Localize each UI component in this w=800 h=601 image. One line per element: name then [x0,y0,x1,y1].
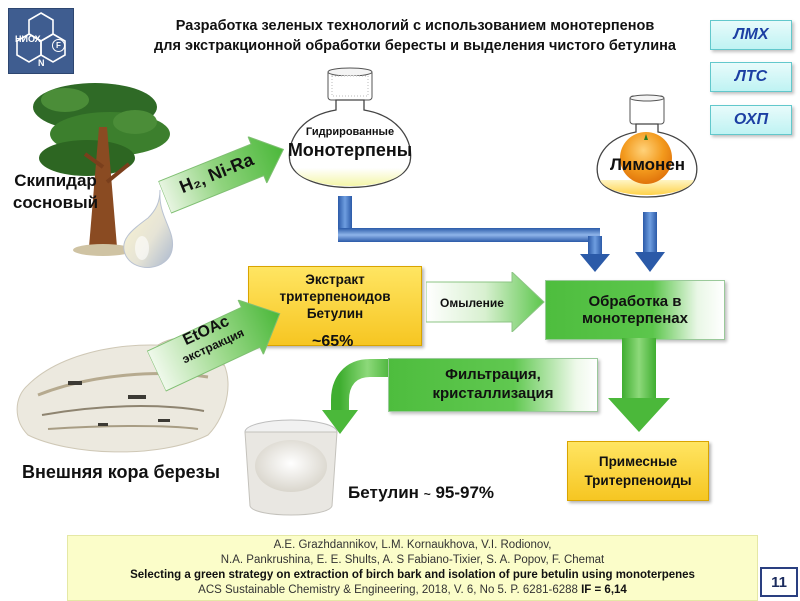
betulin-value: 95-97% [435,483,494,502]
reference-citation: ACS Sustainable Chemistry & Engineering,… [198,584,578,596]
impurity-line-2: Тритерпеноиды [568,471,708,490]
filtration-line-2: кристаллизация [389,384,597,403]
green-arrowhead-down [608,398,670,432]
reference-line-4: ACS Sustainable Chemistry & Engineering,… [68,583,757,598]
reference-line-1: A.E. Grazhdannikov, L.M. Kornaukhova, V.… [68,536,757,553]
betulin-label: Бетулин ~ 95-97% [348,483,494,503]
filtration-line-1: Фильтрация, [389,359,597,384]
betulin-prefix: Бетулин [348,483,419,502]
impurity-line-1: Примесные [568,442,708,471]
page-number: 11 [760,567,798,597]
filtration-box: Фильтрация, кристаллизация [388,358,598,412]
bark-label: Внешняя кора березы [22,462,220,483]
impurity-box: Примесные Тритерпеноиды [567,441,709,501]
betulin-jar-icon [236,414,346,524]
green-shaft-down [622,338,656,400]
betulin-tilde: ~ [424,487,431,501]
reference-box: A.E. Grazhdannikov, L.M. Kornaukhova, V.… [67,535,758,601]
reference-line-2: N.A. Pankrushina, E. E. Shults, A. S Fab… [68,553,757,568]
reference-line-3: Selecting a green strategy on extraction… [68,568,757,583]
green-curve-shaft [340,368,395,412]
reference-impact-factor: IF = 6,14 [581,584,627,596]
